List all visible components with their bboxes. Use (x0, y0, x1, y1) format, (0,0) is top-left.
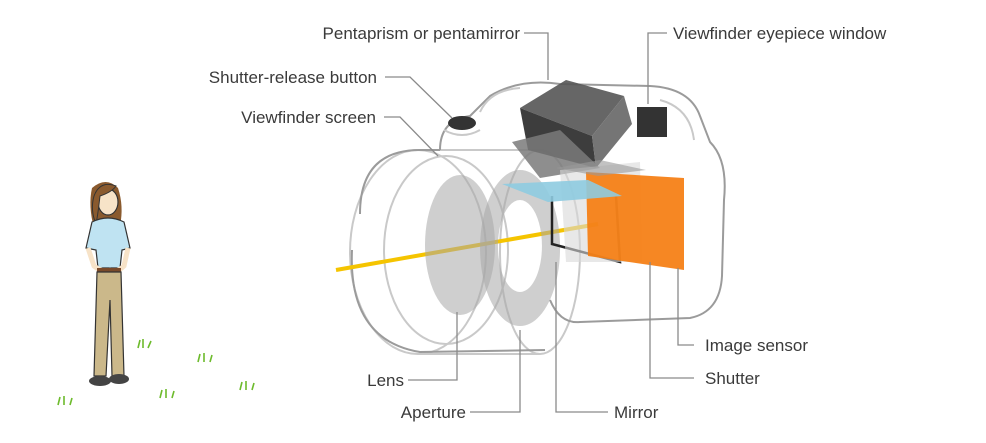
camera-body (349, 81, 726, 355)
person-illustration (85, 182, 131, 386)
label-shutter: Shutter (705, 369, 760, 388)
grass-tufts (57, 339, 255, 406)
label-aperture: Aperture (401, 403, 466, 422)
label-shutter-release: Shutter-release button (209, 68, 377, 87)
viewfinder-screen-plate (502, 180, 622, 202)
label-mirror: Mirror (614, 403, 659, 422)
lens-element (425, 175, 495, 315)
label-viewfinder-screen: Viewfinder screen (241, 108, 376, 127)
leader-lines (384, 32, 694, 413)
aperture-ring (480, 170, 561, 326)
label-image-sensor: Image sensor (705, 336, 808, 355)
focusing-plate (556, 160, 646, 176)
label-eyepiece: Viewfinder eyepiece window (673, 24, 887, 43)
eyepiece-window (637, 107, 667, 137)
label-lens: Lens (367, 371, 404, 390)
label-pentaprism: Pentaprism or pentamirror (323, 24, 521, 43)
